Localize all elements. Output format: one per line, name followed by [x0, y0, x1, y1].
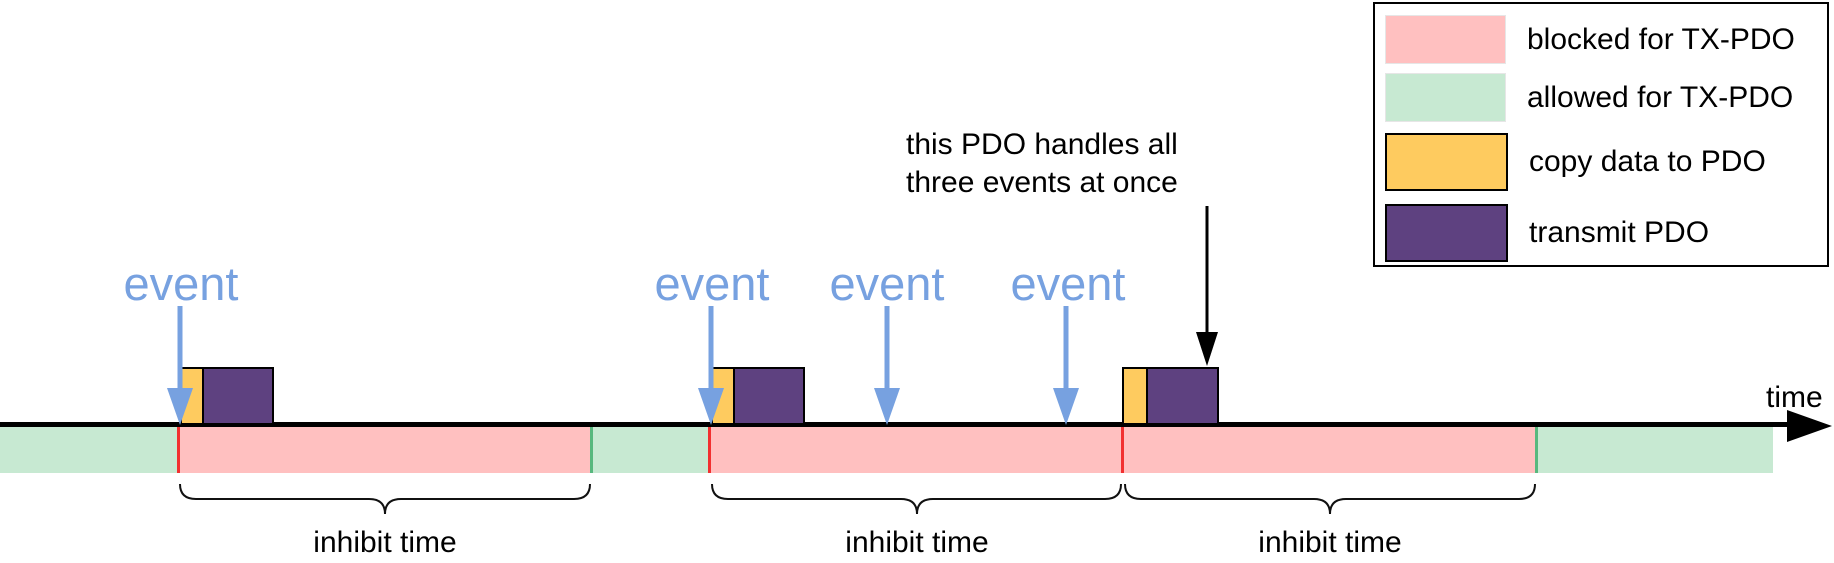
copy-data-segment-1 — [182, 369, 202, 423]
event-arrow-head-4 — [1053, 388, 1079, 425]
legend-item-allowed: allowed for TX-PDO — [1385, 73, 1793, 122]
inhibit-time-label-3: inhibit time — [1258, 526, 1402, 559]
bar-segment-allowed-2 — [592, 427, 710, 473]
event-label-1: event — [123, 257, 239, 310]
legend-item-copy: copy data to PDO — [1385, 133, 1766, 191]
copy-data-segment-2 — [713, 369, 733, 423]
event-marker-line-2 — [708, 427, 711, 473]
event-label-3: event — [829, 257, 945, 310]
pdo-block-3 — [1122, 367, 1219, 425]
annotation-line-2: three events at once — [906, 166, 1178, 199]
transmit-segment-1 — [202, 369, 272, 423]
bar-segment-allowed-1 — [0, 427, 179, 473]
legend-label-blocked: blocked for TX-PDO — [1527, 22, 1795, 56]
legend-item-blocked: blocked for TX-PDO — [1385, 15, 1795, 64]
inhibit-brace-2 — [711, 483, 1122, 515]
pdo-block-2 — [711, 367, 805, 425]
annotation-text: this PDO handles all three events at onc… — [906, 126, 1178, 202]
transmit-segment-2 — [733, 369, 803, 423]
legend-label-allowed: allowed for TX-PDO — [1527, 80, 1794, 114]
event-arrow-head-3 — [874, 388, 900, 425]
inhibit-time-label-2: inhibit time — [845, 526, 989, 559]
inhibit-time-label-1: inhibit time — [313, 526, 457, 559]
pdo-block-1 — [180, 367, 274, 425]
event-label-2: event — [654, 257, 770, 310]
legend-label-transmit: transmit PDO — [1529, 216, 1710, 249]
inhibit-end-line-1 — [590, 427, 593, 473]
annotation-arrow-head — [1196, 332, 1218, 366]
time-axis-label: time — [1766, 381, 1823, 414]
bar-segment-allowed-3 — [1537, 427, 1773, 473]
legend-label-copy: copy data to PDO — [1529, 145, 1766, 178]
annotation-line-1: this PDO handles all — [906, 128, 1178, 161]
copy-data-segment-3 — [1124, 369, 1146, 423]
inhibit-brace-1 — [179, 483, 591, 515]
legend-swatch-blocked — [1385, 15, 1506, 64]
inhibit-restart-line — [1121, 427, 1124, 473]
event-label-4: event — [1010, 257, 1126, 310]
legend-item-transmit: transmit PDO — [1385, 204, 1709, 262]
legend-swatch-allowed — [1385, 73, 1506, 122]
inhibit-braces — [179, 483, 1536, 515]
event-marker-line-1 — [177, 427, 180, 473]
event-arrows — [167, 306, 1079, 425]
bar-segment-blocked-1 — [179, 427, 592, 473]
inhibit-brace-3 — [1124, 483, 1536, 515]
transmit-segment-3 — [1146, 369, 1217, 423]
inhibit-end-line-3 — [1535, 427, 1538, 473]
legend: blocked for TX-PDO allowed for TX-PDO co… — [1373, 2, 1829, 267]
legend-swatch-transmit — [1385, 204, 1508, 262]
legend-swatch-copy — [1385, 133, 1508, 191]
